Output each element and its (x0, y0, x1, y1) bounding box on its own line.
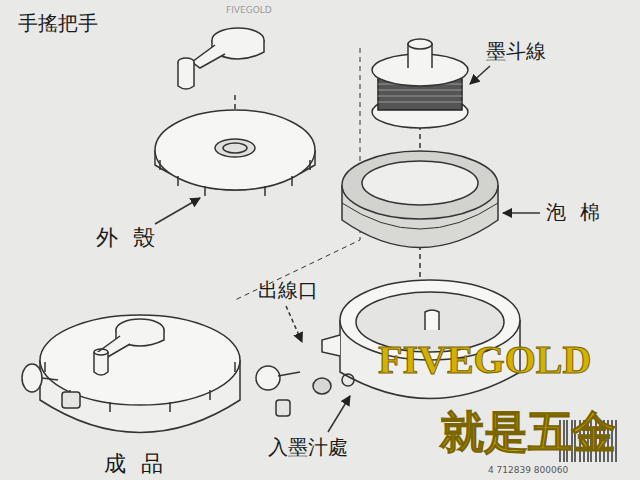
part-name: 成 品 (104, 452, 167, 476)
watermark: 就是五金 (440, 408, 616, 456)
watermark: FIVEGOLD (378, 338, 591, 382)
part-name: 手搖把手 (18, 12, 98, 34)
part-name: 入墨汁處 (268, 436, 348, 458)
watermark: FIVEGOLD (226, 6, 272, 16)
part-name: 泡 棉 (546, 201, 604, 223)
part-name: 出線口 (258, 279, 318, 301)
barcode-number: 4 712839 800060 (488, 466, 568, 476)
part-name: 墨斗線 (486, 40, 546, 62)
part-name: 外 殼 (96, 226, 159, 250)
